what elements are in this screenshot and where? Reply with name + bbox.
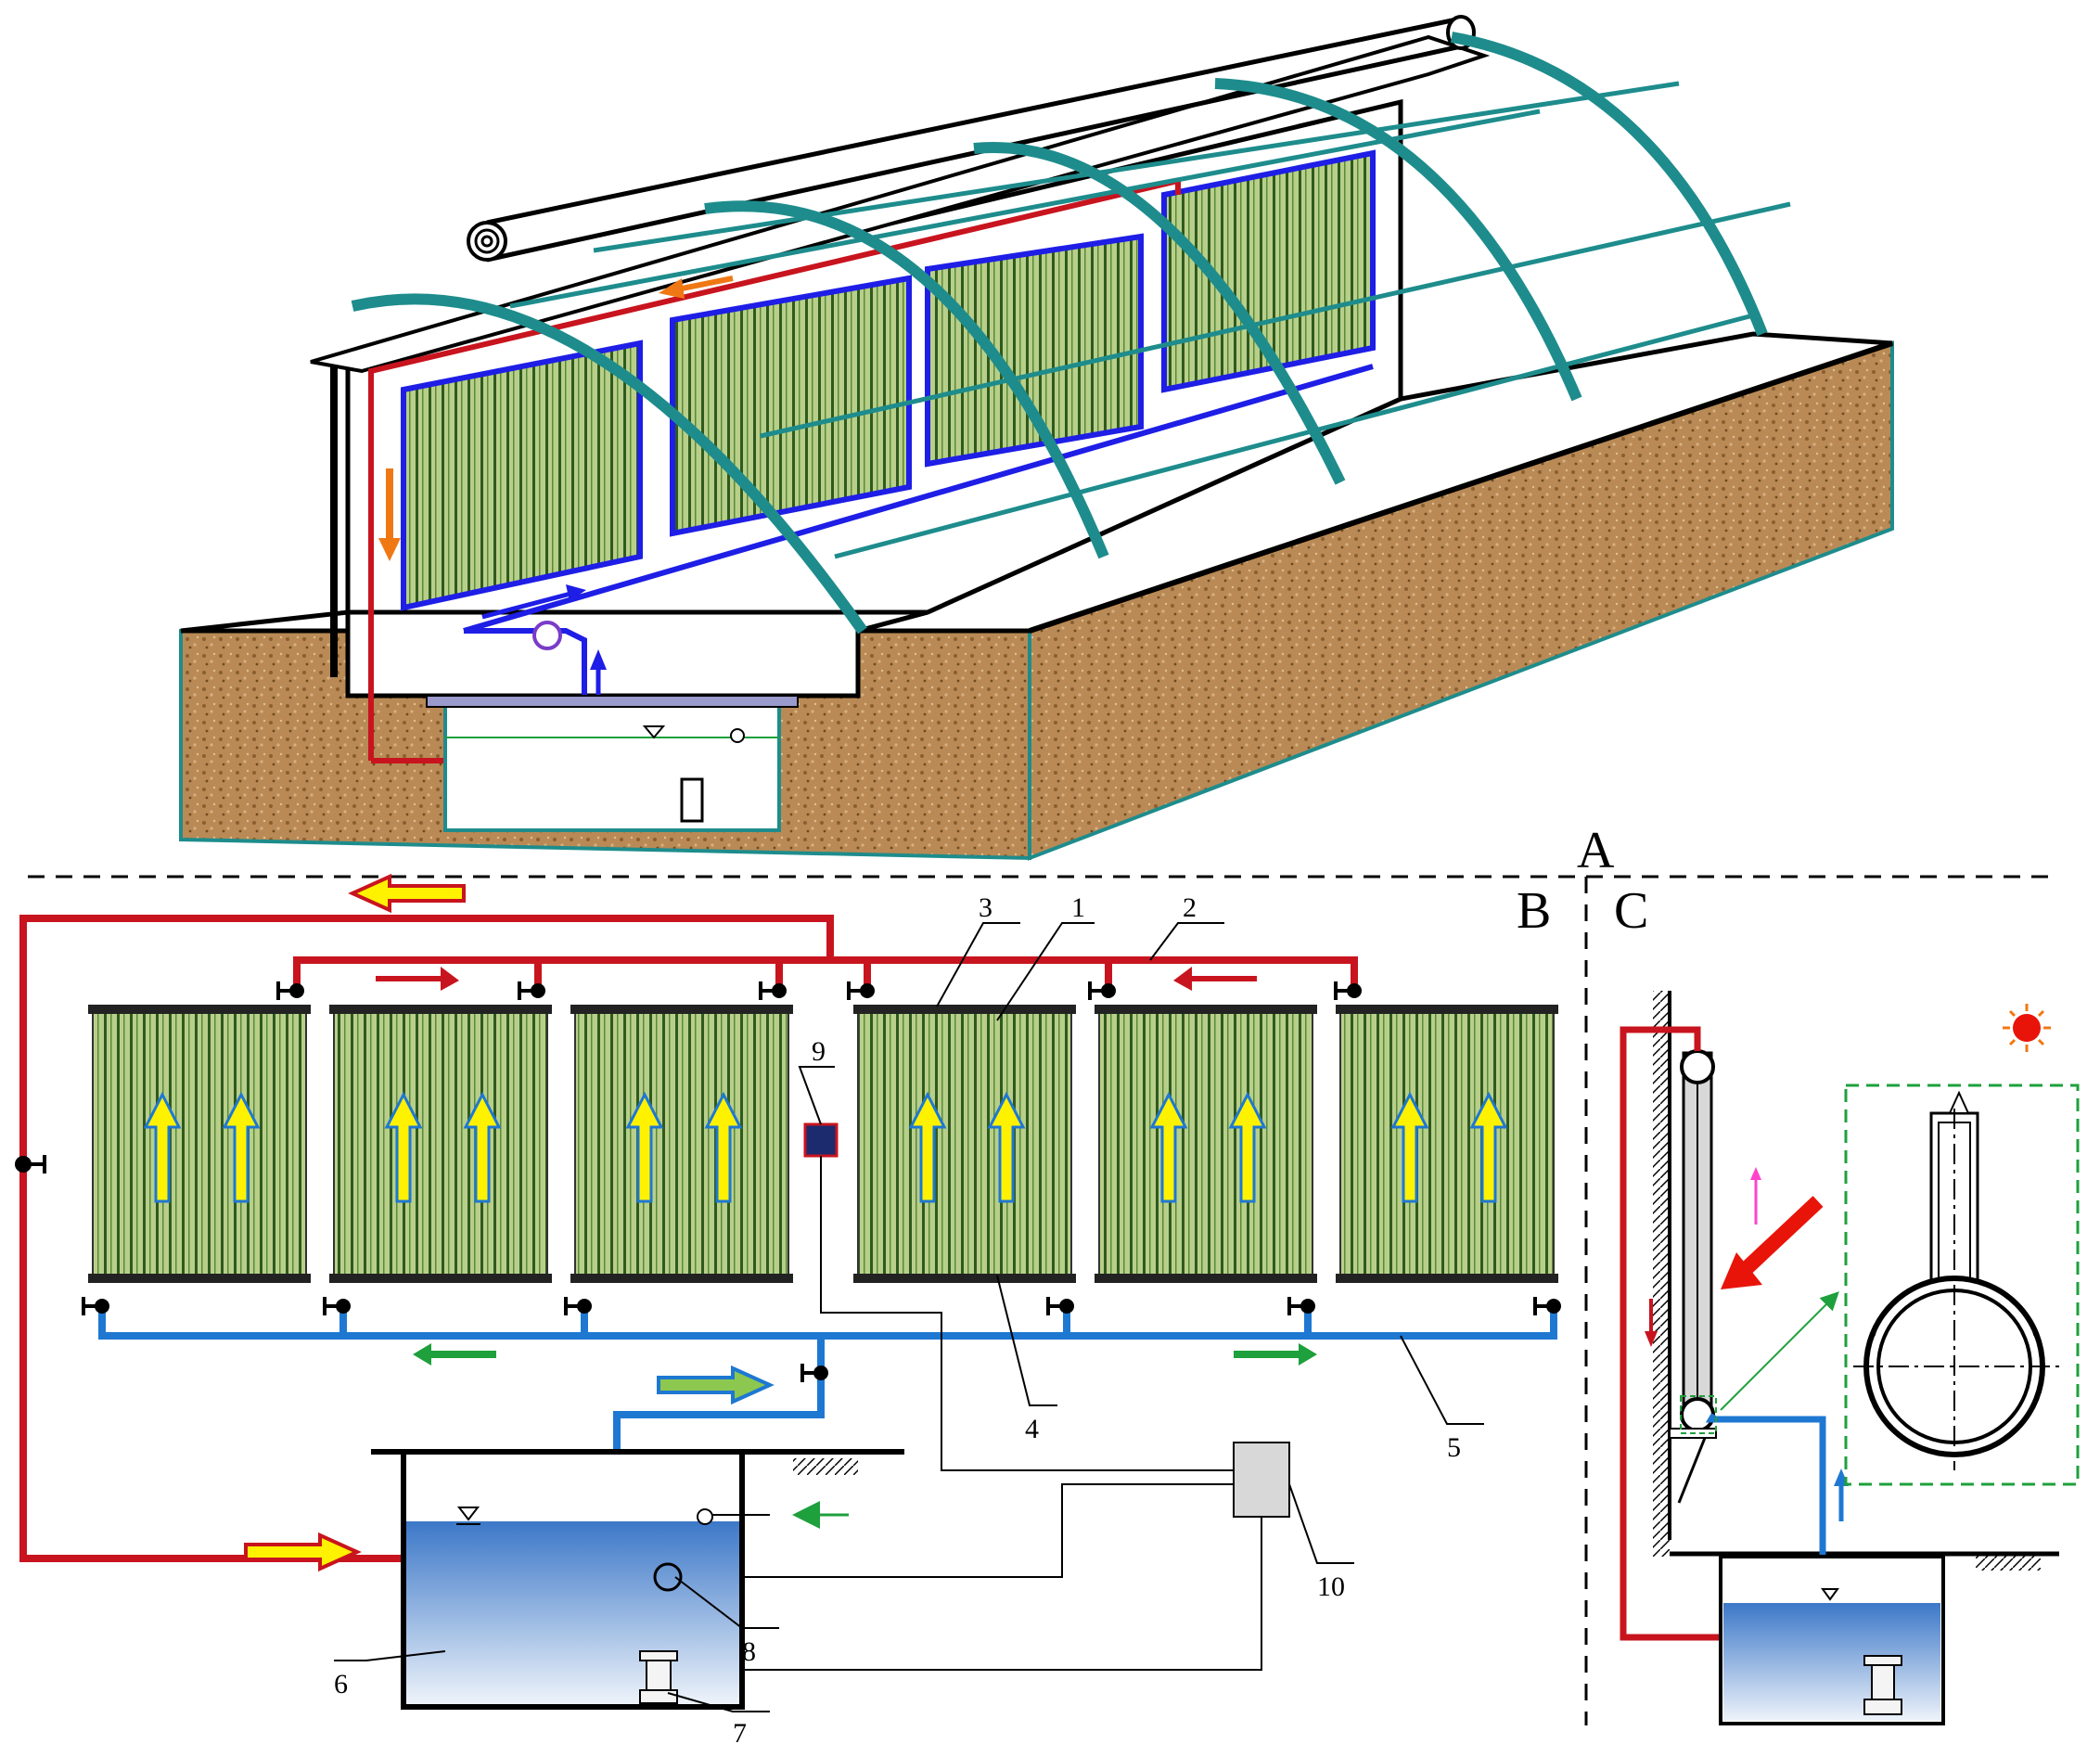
upward-flow-arrows [143, 1091, 1508, 1203]
valve-icon [1287, 1297, 1315, 1315]
insulation-roll [467, 221, 507, 262]
callout-9: 9 [812, 1036, 826, 1067]
valve-icon [564, 1297, 592, 1315]
ground-left [180, 609, 351, 634]
collector-panel [570, 1005, 793, 1283]
up-flow-arrow [1149, 1091, 1188, 1203]
pipe-valves [82, 981, 1561, 1382]
up-flow-arrow [625, 1091, 664, 1203]
panel-label-a: A [1577, 822, 1615, 879]
valve-icon [1533, 1297, 1561, 1315]
collector-panel [329, 1005, 552, 1283]
valve-icon [1046, 1297, 1074, 1315]
up-flow-arrow [908, 1091, 947, 1203]
underground-tank [443, 703, 781, 832]
wall-collector-panel [925, 233, 1144, 468]
pump [680, 777, 704, 823]
header-pipe-detail [1853, 1090, 2064, 1470]
hot-water-pipe [368, 177, 1181, 761]
collector-panel [1095, 1005, 1317, 1283]
callout-8: 8 [742, 1636, 756, 1667]
callout-5: 5 [1447, 1432, 1461, 1463]
panel-label-c: C [1614, 882, 1648, 940]
greenhouse-perspective [179, 15, 1894, 861]
section-hot-pipe [1620, 1026, 1753, 1641]
up-flow-arrow [222, 1091, 261, 1203]
float-valve [697, 1508, 713, 1525]
valve-icon [847, 981, 875, 1000]
temperature-sensor [803, 1122, 839, 1158]
greenhouse-arches [351, 32, 1768, 635]
section-pump [1863, 1655, 1902, 1715]
panel-label-b: B [1517, 882, 1551, 940]
cold-flow-arrows [413, 1343, 1317, 1405]
collector-panel [853, 1005, 1076, 1283]
valve-icon [82, 1297, 109, 1315]
callout-4: 4 [1025, 1414, 1039, 1444]
cold-header-pipe [98, 1303, 1557, 1340]
section-wall [1653, 991, 1670, 1557]
up-flow-arrow [1469, 1091, 1508, 1203]
callout-7: 7 [733, 1718, 747, 1744]
up-flow-arrow [463, 1091, 502, 1203]
valve-icon [800, 1364, 828, 1382]
collector-panel [1336, 1005, 1558, 1283]
submersible-pump [639, 1650, 678, 1704]
tank-water [406, 1521, 739, 1704]
hot-header-pipe [293, 956, 1358, 993]
up-flow-arrow [1228, 1091, 1267, 1203]
cold-water-pipe [463, 364, 1374, 634]
sun-icon [2003, 1004, 2051, 1052]
callout-10: 10 [1317, 1571, 1345, 1602]
up-flow-arrow [987, 1091, 1026, 1203]
callout-2: 2 [1183, 892, 1197, 923]
callout-6: 6 [334, 1669, 348, 1699]
valve-icon [323, 1297, 351, 1315]
callout-3: 3 [979, 892, 992, 923]
valve-icon [276, 981, 304, 1000]
collector-panel [88, 1005, 311, 1283]
hot-flow-arrows [244, 873, 1257, 1572]
valve-icon [1088, 981, 1116, 1000]
callout-leaders [334, 922, 1484, 1712]
wall-collector-panels [401, 149, 1376, 611]
pressure-gauge [532, 621, 562, 650]
water-level-sensor [653, 1562, 683, 1592]
collector-row [88, 1005, 1558, 1283]
controller [1233, 1442, 1290, 1518]
system-schematic: 3 1 2 4 5 9 10 6 8 7 [15, 873, 1561, 1744]
float-switch [730, 728, 745, 743]
up-flow-arrow [143, 1091, 182, 1203]
up-flow-arrow [384, 1091, 423, 1203]
wall-collector-panel [1161, 149, 1376, 393]
callout-1: 1 [1071, 892, 1085, 923]
up-flow-arrow [704, 1091, 743, 1203]
hot-main-pipe [19, 915, 834, 1562]
valve-icon [759, 981, 787, 1000]
wall-collector-panel [670, 275, 912, 537]
wall-collector-panel [401, 340, 643, 611]
section-view [1620, 991, 2080, 1725]
up-flow-arrow [1390, 1091, 1429, 1203]
valve-icon [1334, 981, 1362, 1000]
solar-radiation-arrow [1738, 1196, 1824, 1276]
valve-icon [518, 981, 545, 1000]
